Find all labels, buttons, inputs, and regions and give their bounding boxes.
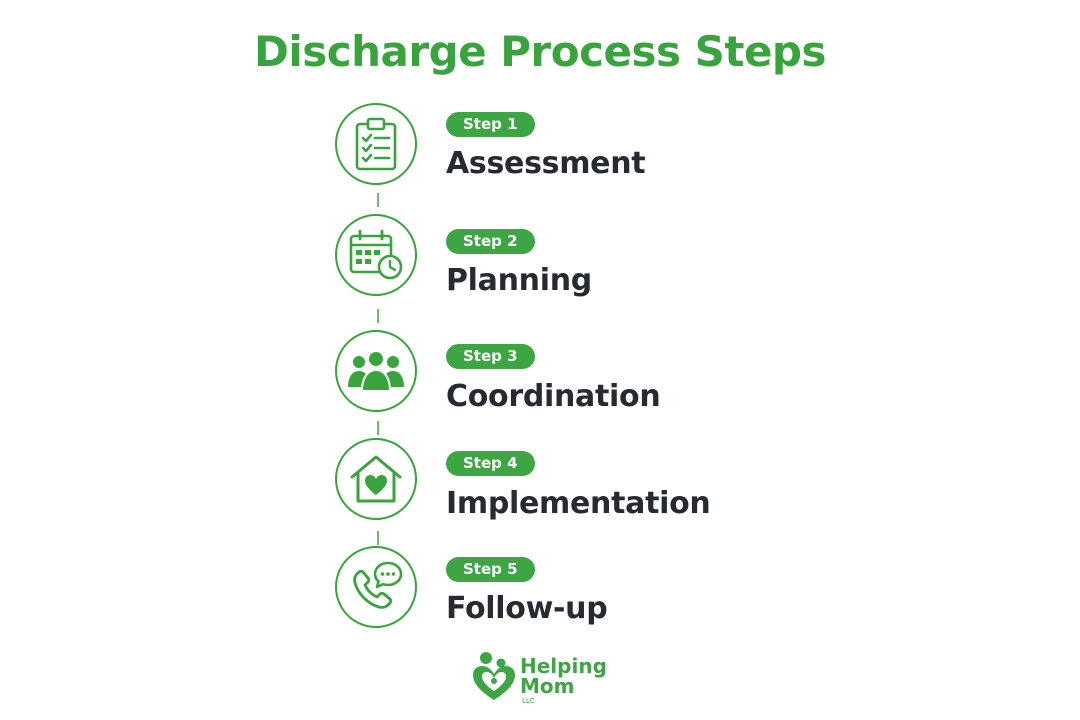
logo-text-mom: Mom — [520, 674, 575, 698]
helping-mom-logo: Helping Mom LLC — [470, 648, 610, 708]
step-connector — [377, 309, 379, 323]
family-heart-logo-icon — [473, 652, 515, 700]
step-4-badge: Step 4 — [446, 451, 535, 476]
step-1-icon-circle — [335, 103, 417, 185]
step-4-icon-circle — [335, 438, 417, 520]
step-3-name: Coordination — [446, 379, 661, 414]
step-5-badge: Step 5 — [446, 557, 535, 582]
phone-chat-icon — [353, 561, 403, 609]
logo-text-helping: Helping — [520, 654, 607, 678]
step-3-badge: Step 3 — [446, 344, 535, 369]
step-1-name: Assessment — [446, 146, 646, 181]
step-1-badge: Step 1 — [446, 112, 535, 137]
step-5-name: Follow-up — [446, 591, 608, 626]
clipboard-checklist-icon — [355, 117, 397, 171]
home-heart-icon — [350, 455, 402, 503]
step-5-icon-circle — [335, 546, 417, 628]
step-connector — [377, 421, 379, 435]
step-2-icon-circle — [335, 214, 417, 296]
step-2-badge: Step 2 — [446, 229, 535, 254]
step-4-name: Implementation — [446, 486, 711, 521]
step-connector — [377, 193, 379, 207]
step-connector — [377, 531, 379, 545]
page-title: Discharge Process Steps — [253, 27, 827, 76]
calendar-clock-icon — [349, 229, 403, 280]
people-group-icon — [348, 350, 404, 392]
step-3-icon-circle — [335, 330, 417, 412]
logo-text-llc: LLC — [522, 697, 535, 705]
step-2-name: Planning — [446, 263, 592, 298]
